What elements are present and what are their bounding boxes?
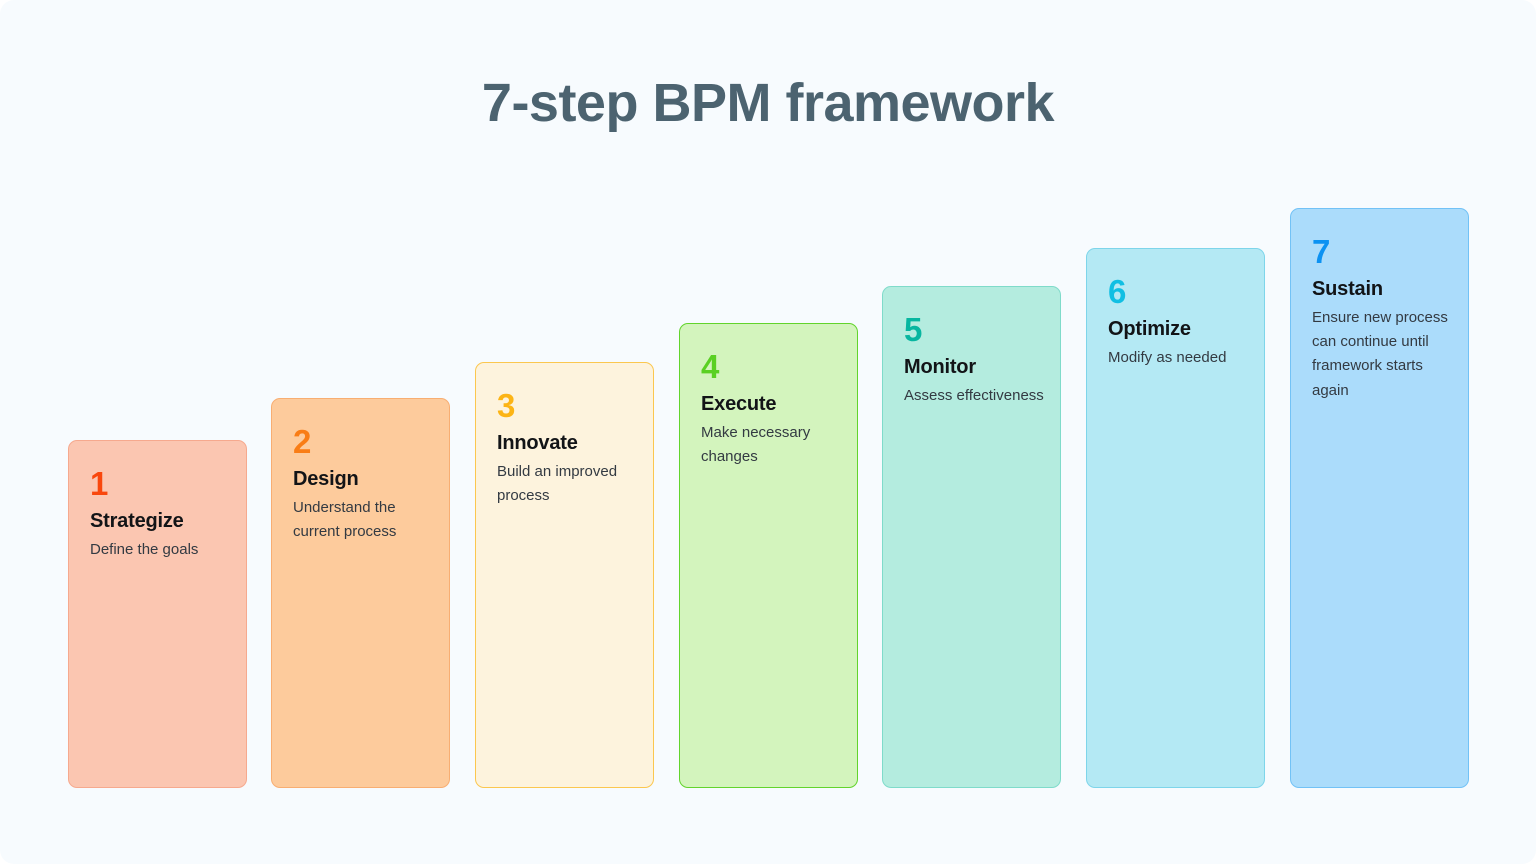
step-description: Define the goals (90, 540, 199, 558)
step-number: 4 (701, 348, 719, 385)
step-number: 2 (293, 423, 311, 460)
step-description: Make necessary changes (701, 423, 811, 465)
step-title: Execute (701, 392, 777, 415)
step-title: Monitor (904, 355, 976, 378)
step-title: Optimize (1108, 317, 1191, 340)
page-title: 7-step BPM framework (481, 73, 1055, 133)
step-description: Understand the current process (293, 498, 397, 540)
step-number: 6 (1108, 273, 1126, 310)
step-description: Ensure new process can continue until fr… (1312, 308, 1448, 399)
step-number: 3 (497, 387, 515, 424)
step-title: Design (293, 467, 359, 490)
step-number: 5 (904, 311, 922, 348)
step-number: 1 (90, 465, 108, 502)
step-title: Innovate (497, 431, 578, 454)
step-title: Strategize (90, 509, 184, 532)
step-description: Build an improved process (497, 462, 618, 504)
step-title: Sustain (1312, 277, 1383, 300)
step-number: 7 (1312, 233, 1330, 270)
step-description: Modify as needed (1108, 348, 1227, 366)
step-description: Assess effectiveness (904, 386, 1044, 404)
